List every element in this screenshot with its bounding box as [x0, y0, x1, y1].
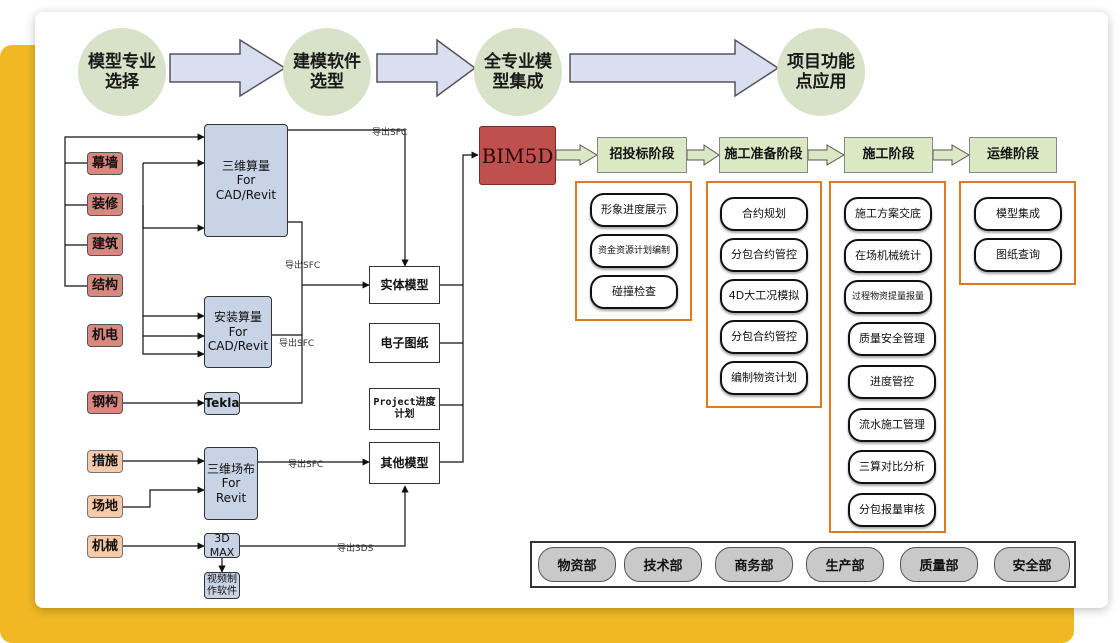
group-construction — [829, 181, 946, 533]
dept-production: 生产部 — [806, 547, 884, 582]
edge-label-export-sfc: 导出SFC — [279, 339, 315, 349]
task-flow-construction: 流水施工管理 — [848, 408, 936, 442]
task-subcontract-control: 分包合约管控 — [720, 320, 808, 354]
connector-lines — [64, 129, 479, 573]
tool-3dmax: 3D MAX — [204, 532, 240, 559]
source-structure: 结构 — [87, 274, 123, 297]
model-project-schedule: Project进度 计划 — [369, 388, 440, 430]
task-onsite-machinery: 在场机械统计 — [844, 239, 932, 273]
task-fund-resource-plan: 资金资源计划编制 — [590, 234, 678, 268]
process-step-application: 项目功能 点应用 — [777, 28, 865, 116]
source-measures: 措施 — [87, 450, 123, 473]
task-material-plan: 编制物资计划 — [720, 361, 808, 395]
task-model-integration: 模型集成 — [974, 197, 1062, 231]
task-contract-planning: 合约规划 — [720, 197, 808, 231]
task-progress-control: 进度管控 — [848, 365, 936, 399]
stage-operation: 运维阶段 — [969, 137, 1057, 173]
task-subcontract-audit: 分包报量审核 — [848, 493, 936, 527]
source-architecture: 建筑 — [87, 233, 123, 256]
edge-label-export-sfc: 导出SFC — [372, 128, 408, 138]
task-construction-briefing: 施工方案交底 — [844, 197, 932, 231]
stage-bidding: 招投标阶段 — [597, 137, 687, 173]
model-solid: 实体模型 — [369, 266, 440, 304]
edge-label-export-sfc: 导出SFC — [288, 460, 324, 470]
process-arrows — [169, 38, 780, 98]
edge-label-export-sfc: 导出SFC — [285, 261, 321, 271]
model-drawings: 电子图纸 — [369, 323, 440, 363]
task-subcontract-control: 分包合约管控 — [720, 238, 808, 272]
source-curtain-wall: 幕墙 — [87, 152, 123, 175]
task-drawing-query: 图纸查询 — [974, 238, 1062, 272]
source-steel: 钢构 — [87, 391, 123, 414]
bim5d-platform: BIM5D — [479, 126, 556, 185]
tool-site-layout-revit: 三维场布 For Revit — [204, 447, 258, 520]
task-clash-detection: 碰撞检查 — [590, 275, 678, 309]
task-quality-safety: 质量安全管理 — [848, 322, 936, 356]
process-step-model-integration: 全专业模 型集成 — [474, 28, 562, 116]
task-three-calc-compare: 三算对比分析 — [848, 450, 936, 484]
task-progress-display: 形象进度展示 — [590, 193, 678, 227]
source-mep: 机电 — [87, 324, 123, 347]
edge-label-export-3ds: 导出3DS — [337, 544, 374, 554]
source-decoration: 装修 — [87, 193, 123, 216]
stage-construction: 施工阶段 — [844, 137, 933, 173]
task-4d-simulation: 4D大工况模拟 — [720, 279, 808, 313]
tool-video-software: 视频制 作软件 — [204, 572, 240, 599]
source-site: 场地 — [87, 495, 123, 518]
group-bidding — [575, 181, 692, 321]
dept-materials: 物资部 — [538, 547, 616, 582]
tool-tekla: Tekla — [204, 392, 240, 415]
source-machinery: 机械 — [87, 535, 123, 558]
stage-arrows — [555, 144, 970, 166]
task-material-reporting: 过程物资提量报量 — [844, 280, 932, 314]
group-operation — [959, 181, 1076, 285]
tool-install-quantity-revit: 安装算量 For CAD/Revit — [204, 296, 272, 368]
tool-3d-quantity-revit: 三维算量 For CAD/Revit — [204, 124, 288, 237]
dept-commercial: 商务部 — [715, 547, 793, 582]
model-other: 其他模型 — [369, 442, 440, 484]
departments-bar — [530, 541, 1076, 588]
process-step-software-selection: 建模软件 选型 — [283, 28, 371, 116]
group-preparation — [706, 181, 822, 408]
dept-quality: 质量部 — [900, 547, 978, 582]
stage-preparation: 施工准备阶段 — [719, 137, 808, 173]
dept-technical: 技术部 — [624, 547, 702, 582]
process-step-model-selection: 模型专业 选择 — [78, 28, 166, 116]
dept-safety: 安全部 — [994, 547, 1070, 582]
